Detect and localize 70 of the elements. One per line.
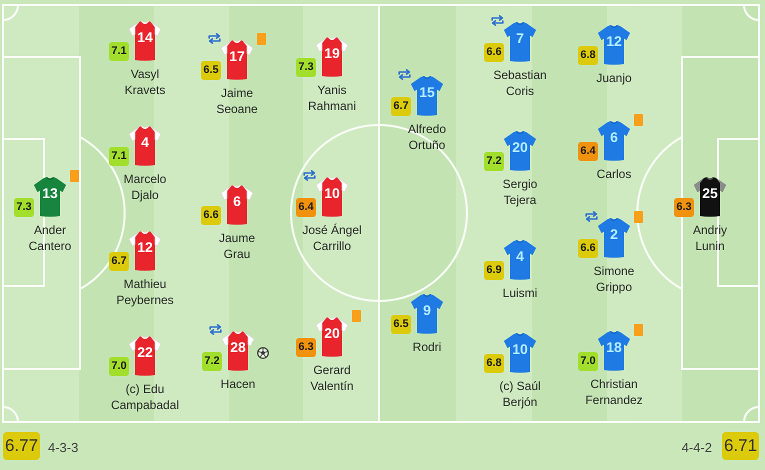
shirt-number: 12: [606, 33, 622, 49]
rating-badge: 6.3: [674, 198, 694, 217]
team-rating-badge: 6.77: [3, 432, 40, 460]
player-name: Hacen: [220, 376, 256, 392]
rating-badge: 6.8: [484, 354, 504, 373]
player-name: Gerard Valentín: [309, 362, 355, 394]
rating-badge: 7.0: [109, 357, 129, 376]
shirt-number: 15: [419, 84, 435, 100]
rating-badge: 7.2: [202, 352, 222, 371]
player-name: Juanjo: [596, 70, 632, 86]
player-name: Carlos: [596, 166, 632, 182]
rating-badge: 6.7: [391, 97, 411, 116]
rating-badge: 6.3: [296, 338, 316, 357]
player-name: Vasyl Kravets: [124, 66, 166, 98]
rating-badge: 7.3: [296, 58, 316, 77]
rating-badge: 6.8: [578, 46, 598, 65]
player-name: Rodri: [412, 339, 442, 355]
shirt-number: 12: [137, 239, 153, 255]
shirt-number: 20: [324, 325, 340, 341]
shirt-number: 2: [610, 226, 618, 242]
player-name: (c) Edu Campabadal: [110, 381, 180, 413]
rating-badge: 7.0: [578, 352, 598, 371]
shirt-number: 19: [324, 45, 340, 61]
player-name: Marcelo Djalo: [122, 171, 168, 203]
rating-badge: 7.1: [109, 147, 129, 166]
shirt-number: 4: [141, 134, 149, 150]
rating-badge: 6.4: [296, 198, 316, 217]
team-rating-badge: 6.71: [722, 432, 759, 460]
shirt-number: 22: [137, 344, 153, 360]
player-name: Mathieu Peybernes: [115, 276, 175, 308]
shirt-number: 18: [606, 339, 622, 355]
shirt-number: 10: [324, 185, 340, 201]
rating-badge: 7.2: [484, 152, 504, 171]
shirt-number: 20: [512, 139, 528, 155]
shirt-number: 10: [512, 341, 528, 357]
player-name: Jaime Seoane: [215, 85, 259, 117]
shirt-number: 6: [610, 129, 618, 145]
shirt-number: 9: [423, 302, 431, 318]
rating-badge: 6.6: [201, 206, 221, 225]
rating-badge: 6.5: [201, 61, 221, 80]
shirt-number: 13: [42, 185, 58, 201]
formation-label: 4-4-2: [682, 439, 712, 457]
shirt-number: 14: [137, 29, 153, 45]
shirt-number: 6: [233, 193, 241, 209]
rating-badge: 6.7: [109, 252, 129, 271]
rating-badge: 6.6: [578, 239, 598, 258]
player-name: (c) Saúl Berjón: [498, 378, 542, 410]
rating-badge: 7.1: [109, 42, 129, 61]
rating-badge: 7.3: [14, 198, 34, 217]
player-name: Sebastian Coris: [492, 67, 548, 99]
shirt-number: 7: [516, 30, 524, 46]
player-name: Luismi: [502, 285, 538, 301]
player-name: Jaume Grau: [218, 230, 256, 262]
player-name: Alfredo Ortuño: [406, 121, 448, 153]
shirt-number: 25: [702, 185, 718, 201]
player-name: Christian Fernandez: [584, 376, 644, 408]
player-name: Simone Grippo: [592, 263, 636, 295]
formation-label: 4-3-3: [48, 439, 78, 457]
shirt-number: 28: [230, 339, 246, 355]
player-name: Andriy Lunin: [692, 222, 728, 254]
player-name: Ander Cantero: [28, 222, 72, 254]
player-name: José Ángel Carrillo: [301, 222, 363, 254]
player-name: Sergio Tejera: [502, 176, 538, 208]
shirt-number: 4: [516, 248, 524, 264]
rating-badge: 6.4: [578, 142, 598, 161]
player-name: Yanis Rahmani: [306, 82, 358, 114]
rating-badge: 6.9: [484, 261, 504, 280]
rating-badge: 6.6: [484, 43, 504, 62]
rating-badge: 6.5: [391, 315, 411, 334]
shirt-number: 17: [229, 48, 245, 64]
